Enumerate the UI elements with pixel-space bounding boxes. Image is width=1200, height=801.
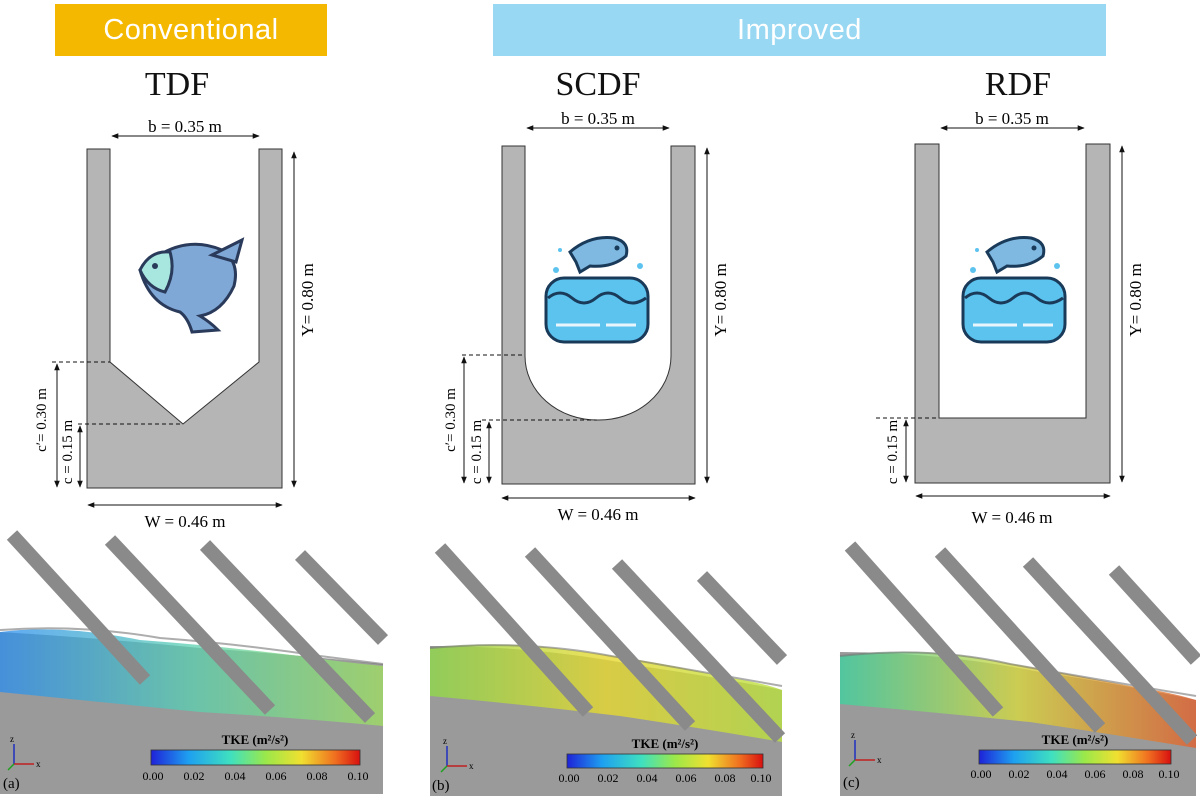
- tdf-b-label: b = 0.35 m: [148, 117, 222, 136]
- rdf-b-label: b = 0.35 m: [975, 109, 1049, 128]
- axis-z-label: z: [443, 736, 447, 746]
- axis-triad-c: z x: [848, 730, 882, 767]
- tdf-w-label: W = 0.46 m: [144, 512, 225, 531]
- scdf-c-label: c = 0.15 m: [469, 420, 485, 485]
- axis-x-label: x: [877, 755, 882, 765]
- improved-banner: Improved: [493, 4, 1106, 56]
- colorbar-b-tick: 0.04: [637, 771, 658, 785]
- colorbar-a-tick: 0.08: [307, 769, 328, 783]
- colorbar-b-tick: 0.10: [751, 771, 772, 785]
- colorbar-c-tick: 0.00: [971, 767, 992, 781]
- colorbar-b-tick: 0.06: [676, 771, 697, 785]
- colorbar-b-tick: 0.08: [715, 771, 736, 785]
- colorbar-c-title: TKE (m²/s²): [1042, 732, 1109, 747]
- tdf-title: TDF: [144, 66, 210, 103]
- rdf-w-label: W = 0.46 m: [971, 508, 1052, 527]
- scdf-b-label: b = 0.35 m: [561, 109, 635, 128]
- tdf-cross-section: [86, 148, 283, 489]
- sim-b: [429, 532, 788, 796]
- axis-triad-a: z x: [7, 734, 41, 771]
- colorbar-a-title: TKE (m²/s²): [222, 732, 289, 747]
- colorbar-a-tick: 0.00: [143, 769, 164, 783]
- rdf-y-label: Y= 0.80 m: [1126, 263, 1145, 336]
- scdf-fish-water-icon: [544, 236, 650, 344]
- colorbar-a-tick: 0.10: [348, 769, 369, 783]
- colorbar-a: TKE (m²/s²) 0.00 0.02 0.04 0.06 0.08 0.1…: [143, 732, 369, 783]
- panel-tag-a: (a): [3, 776, 20, 792]
- colorbar-b-tick: 0.02: [598, 771, 619, 785]
- tdf-c2-label: c′= 0.30 m: [34, 388, 50, 452]
- scdf-cross-section: [501, 145, 696, 485]
- colorbar-c: TKE (m²/s²) 0.00 0.02 0.04 0.06 0.08 0.1…: [971, 732, 1180, 781]
- tdf-c-label: c = 0.15 m: [60, 420, 76, 485]
- rdf-cross-section: [914, 143, 1111, 484]
- colorbar-b-tick: 0.00: [559, 771, 580, 785]
- colorbar-a-tick: 0.06: [266, 769, 287, 783]
- axis-z-label: z: [851, 730, 855, 740]
- tdf-fish-icon: [138, 237, 245, 334]
- colorbar-c-tick: 0.04: [1047, 767, 1068, 781]
- rdf-title: RDF: [984, 66, 1052, 103]
- colorbar-c-tick: 0.08: [1123, 767, 1144, 781]
- axis-x-label: x: [36, 759, 41, 769]
- tdf-y-label: Y= 0.80 m: [298, 263, 317, 336]
- axis-x-label: x: [469, 761, 474, 771]
- colorbar-c-tick: 0.10: [1159, 767, 1180, 781]
- conventional-banner: Conventional: [55, 4, 327, 56]
- scdf-w-label: W = 0.46 m: [557, 505, 638, 524]
- panel-tag-c: (c): [843, 775, 860, 791]
- scdf-c2-label: c′= 0.30 m: [443, 388, 459, 452]
- rdf-fish-water-icon: [961, 236, 1067, 344]
- colorbar-c-tick: 0.06: [1085, 767, 1106, 781]
- scdf-y-label: Y= 0.80 m: [711, 263, 730, 336]
- colorbar-c-tick: 0.02: [1009, 767, 1030, 781]
- axis-triad-b: z x: [440, 736, 474, 773]
- panel-tag-b: (b): [432, 778, 450, 794]
- colorbar-a-tick: 0.04: [225, 769, 246, 783]
- rdf-c-label: c = 0.15 m: [885, 420, 901, 485]
- colorbar-a-tick: 0.02: [184, 769, 205, 783]
- colorbar-b: TKE (m²/s²) 0.00 0.02 0.04 0.06 0.08 0.1…: [559, 736, 772, 785]
- axis-z-label: z: [10, 734, 14, 744]
- colorbar-b-title: TKE (m²/s²): [632, 736, 699, 751]
- scdf-title: SCDF: [555, 66, 641, 103]
